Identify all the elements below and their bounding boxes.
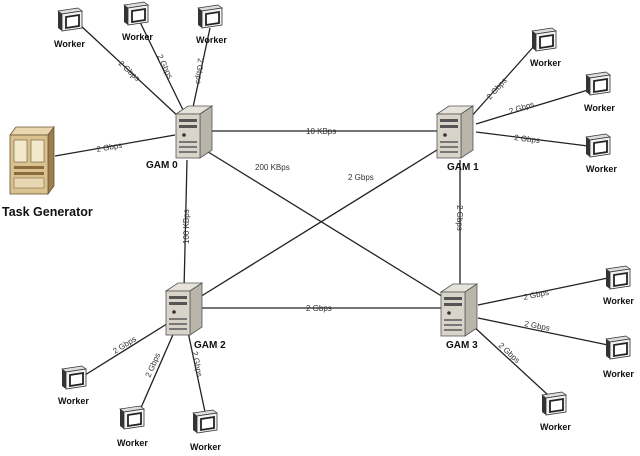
link-gam0-worker-2	[139, 21, 186, 115]
worker-label: Worker	[530, 58, 561, 68]
link-gam1-gam2	[194, 144, 446, 301]
task-generator-label: Task Generator	[2, 205, 93, 219]
worker-label: Worker	[54, 39, 85, 49]
link-gam0-worker-3	[191, 27, 211, 113]
worker-icon	[605, 265, 631, 290]
worker-icon	[197, 4, 223, 29]
gam3-label: GAM 3	[446, 340, 478, 351]
link-gam0-gam3	[204, 149, 449, 301]
link-label-task-generator: 2 Gbps	[96, 141, 123, 154]
link-gam2-worker-1	[84, 321, 171, 376]
link-gam1-worker-3	[475, 131, 589, 147]
link-gam3-worker-3	[471, 324, 549, 396]
link-task-generator-gam0	[54, 134, 176, 157]
worker-link-label: 2 Gbps	[117, 59, 142, 83]
worker-icon	[531, 27, 557, 52]
link-label-gam2-gam3: 2 Gbps	[306, 304, 332, 313]
worker-icon	[57, 7, 83, 32]
link-gam0-worker-1	[79, 24, 181, 119]
link-gam2-worker-2	[139, 329, 176, 411]
worker-link-label: 2 Gbps	[485, 76, 509, 101]
worker-icon	[192, 409, 218, 434]
worker-icon	[585, 133, 611, 158]
worker-icon	[123, 1, 149, 26]
worker-label: Worker	[122, 32, 153, 42]
gam3-server-icon	[440, 283, 478, 337]
worker-label: Worker	[117, 438, 148, 448]
link-gam2-worker-3	[187, 331, 206, 413]
link-gam3-worker-1	[477, 277, 609, 306]
link-label-gam0-gam3: 200 KBps	[255, 163, 290, 172]
link-label-gam1-gam2: 2 Gbps	[348, 173, 374, 182]
worker-icon	[541, 391, 567, 416]
worker-link-label: 2 Gbps	[508, 100, 535, 116]
worker-icon	[61, 365, 87, 390]
worker-label: Worker	[196, 35, 227, 45]
worker-label: Worker	[586, 164, 617, 174]
worker-label: Worker	[584, 103, 615, 113]
worker-label: Worker	[603, 296, 634, 306]
link-label-gam0-gam2: 100 KBps	[182, 209, 191, 244]
worker-link-label: 2 Gbps	[523, 288, 550, 302]
worker-link-label: 2 Gbps	[190, 351, 204, 378]
link-label-gam1-gam3: 2 Gbps	[455, 205, 464, 231]
link-gam0-gam2	[183, 159, 188, 291]
gam2-label: GAM 2	[194, 340, 226, 351]
worker-link-label: 2 Gbps	[497, 341, 522, 365]
worker-label: Worker	[540, 422, 571, 432]
worker-link-label: 2 Gbps	[194, 58, 205, 84]
link-gam3-worker-2	[477, 317, 609, 346]
gam0-label: GAM 0	[146, 160, 178, 171]
gam1-server-icon	[436, 105, 474, 159]
worker-label: Worker	[58, 396, 89, 406]
worker-link-label: 2 Gbps	[514, 133, 541, 145]
worker-icon	[585, 71, 611, 96]
gam0-server-icon	[175, 105, 213, 159]
worker-label: Worker	[190, 442, 221, 452]
task-generator-icon	[9, 125, 55, 196]
worker-link-label: 2 Gbps	[155, 53, 174, 80]
worker-icon	[119, 405, 145, 430]
link-label-gam0-gam1: 10 KBps	[306, 127, 336, 136]
link-gam1-worker-2	[475, 89, 589, 125]
gam1-label: GAM 1	[447, 162, 479, 173]
link-gam1-worker-1	[469, 44, 536, 119]
worker-icon	[605, 335, 631, 360]
worker-label: Worker	[603, 369, 634, 379]
gam2-server-icon	[165, 282, 203, 336]
